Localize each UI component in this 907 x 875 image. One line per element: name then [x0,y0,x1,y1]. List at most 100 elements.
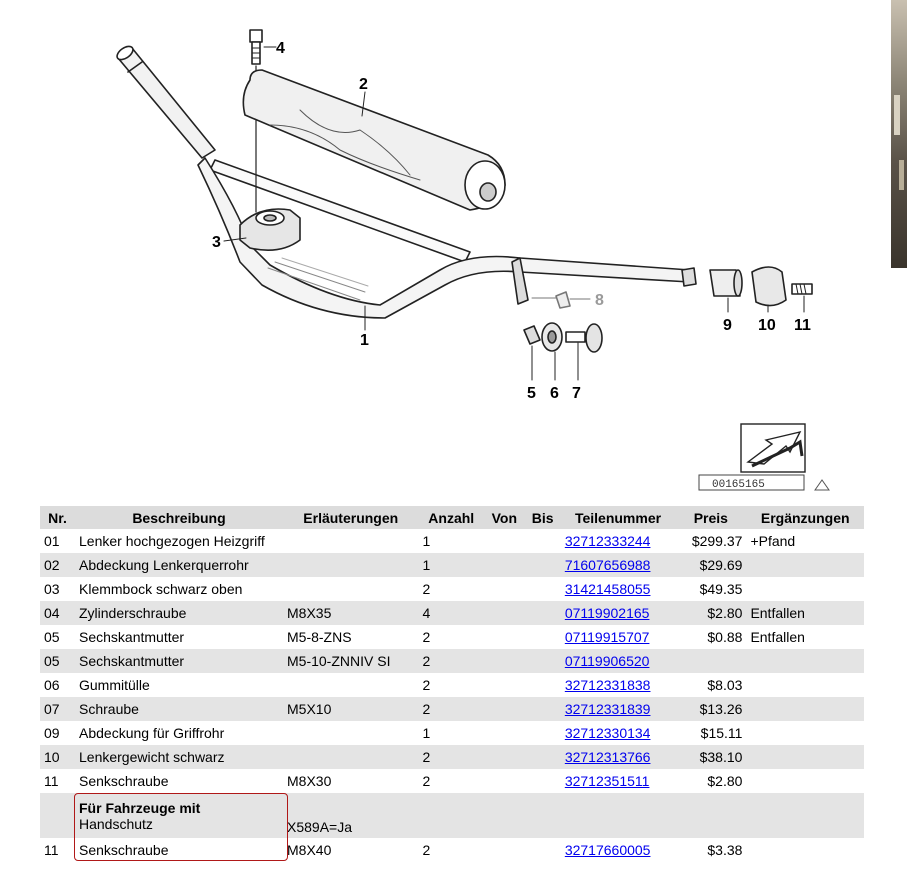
cell-bis [524,769,561,793]
cell-desc: Abdeckung für Griffrohr [75,721,283,745]
cell-von [484,553,525,577]
cell-extra: Entfallen [746,601,864,625]
cell-part-number: 32712331839 [560,697,676,721]
cell-part-number: 07119902165 [560,601,676,625]
cell-price: $2.80 [675,769,747,793]
cell-desc: Senkschraube [75,769,283,793]
part-number-link[interactable]: 32712331839 [564,701,651,717]
cell-empty [560,793,676,838]
part-number-link[interactable]: 32712333244 [564,533,651,549]
cell-qty: 2 [418,577,484,601]
cell-von [484,649,525,673]
cell-bis [524,649,561,673]
cell-desc: Schraube [75,697,283,721]
arrow-back-icon[interactable] [740,423,806,473]
cell-nr: 01 [40,529,75,553]
cell-price: $3.38 [675,838,747,862]
part-number-link[interactable]: 07119906520 [564,653,650,669]
part-number-link[interactable]: 71607656988 [564,557,651,573]
cell-bis [524,577,561,601]
cell-nr: 11 [40,838,75,862]
part-number-link[interactable]: 07119902165 [564,605,650,621]
cell-part-number: 71607656988 [560,553,676,577]
cell-bis [524,601,561,625]
callout-3: 3 [212,234,221,251]
cell-nr: 09 [40,721,75,745]
cell-bis [524,553,561,577]
cell-expl [283,553,419,577]
cell-expl: M5X10 [283,697,419,721]
cell-nr: 10 [40,745,75,769]
part-number-link[interactable]: 31421458055 [564,581,651,597]
cell-price: $0.88 [675,625,747,649]
callout-10: 10 [758,317,776,334]
part-number-link[interactable]: 32712331838 [564,677,651,693]
cell-nr: 06 [40,673,75,697]
cell-qty: 2 [418,769,484,793]
cell-price: $299.37 [675,529,747,553]
image-id-label: 00165165 [712,479,765,491]
cell-empty [675,793,747,838]
cell-von [484,601,525,625]
cell-von [484,769,525,793]
cell-expl [283,745,419,769]
cell-bis [524,838,561,862]
cell-empty [418,793,484,838]
callout-4: 4 [276,40,285,57]
callout-1: 1 [360,332,369,349]
part-number-link[interactable]: 32712351511 [564,773,650,789]
cell-expl: M8X30 [283,769,419,793]
cell-part-number: 32712330134 [560,721,676,745]
cell-price [675,649,747,673]
col-anzahl: Anzahl [418,506,484,529]
cell-price: $15.11 [675,721,747,745]
col-erlaeuterungen: Erläuterungen [283,506,419,529]
cell-expl: M5-8-ZNS [283,625,419,649]
cell-desc: Zylinderschraube [75,601,283,625]
cell-part-number: 07119915707 [560,625,676,649]
cell-desc: Gummitülle [75,673,283,697]
cell-qty: 2 [418,649,484,673]
cell-qty: 1 [418,721,484,745]
part-number-link[interactable]: 07119915707 [564,629,650,645]
cell-empty [746,793,864,838]
cell-qty: 1 [418,529,484,553]
part-number-link[interactable]: 32712330134 [564,725,651,741]
cell-qty: 2 [418,673,484,697]
cell-qty: 2 [418,625,484,649]
cell-expl: M5-10-ZNNIV SI [283,649,419,673]
callout-9: 9 [723,317,732,334]
part-number-link[interactable]: 32712313766 [564,749,651,765]
cell-extra [746,721,864,745]
cell-extra [746,769,864,793]
cell-part-number: 07119906520 [560,649,676,673]
cell-bis [524,673,561,697]
cell-expl [283,577,419,601]
cell-extra [746,697,864,721]
cell-part-number: 32712351511 [560,769,676,793]
cell-von [484,721,525,745]
cell-desc: Sechskantmutter [75,625,283,649]
col-bis: Bis [524,506,561,529]
col-preis: Preis [675,506,747,529]
cell-bis [524,745,561,769]
part-number-link[interactable]: 32717660005 [564,842,651,858]
cell-von [484,529,525,553]
side-photo-thumbnail [891,0,907,268]
cell-nr: 05 [40,625,75,649]
cell-expl [283,529,419,553]
cell-part-number: 32712333244 [560,529,676,553]
cell-part-number: 32712313766 [560,745,676,769]
col-von: Von [484,506,525,529]
parts-table: Nr. Beschreibung Erläuterungen Anzahl Vo… [40,506,864,862]
cell-von [484,577,525,601]
cell-price: $38.10 [675,745,747,769]
cell-extra [746,553,864,577]
